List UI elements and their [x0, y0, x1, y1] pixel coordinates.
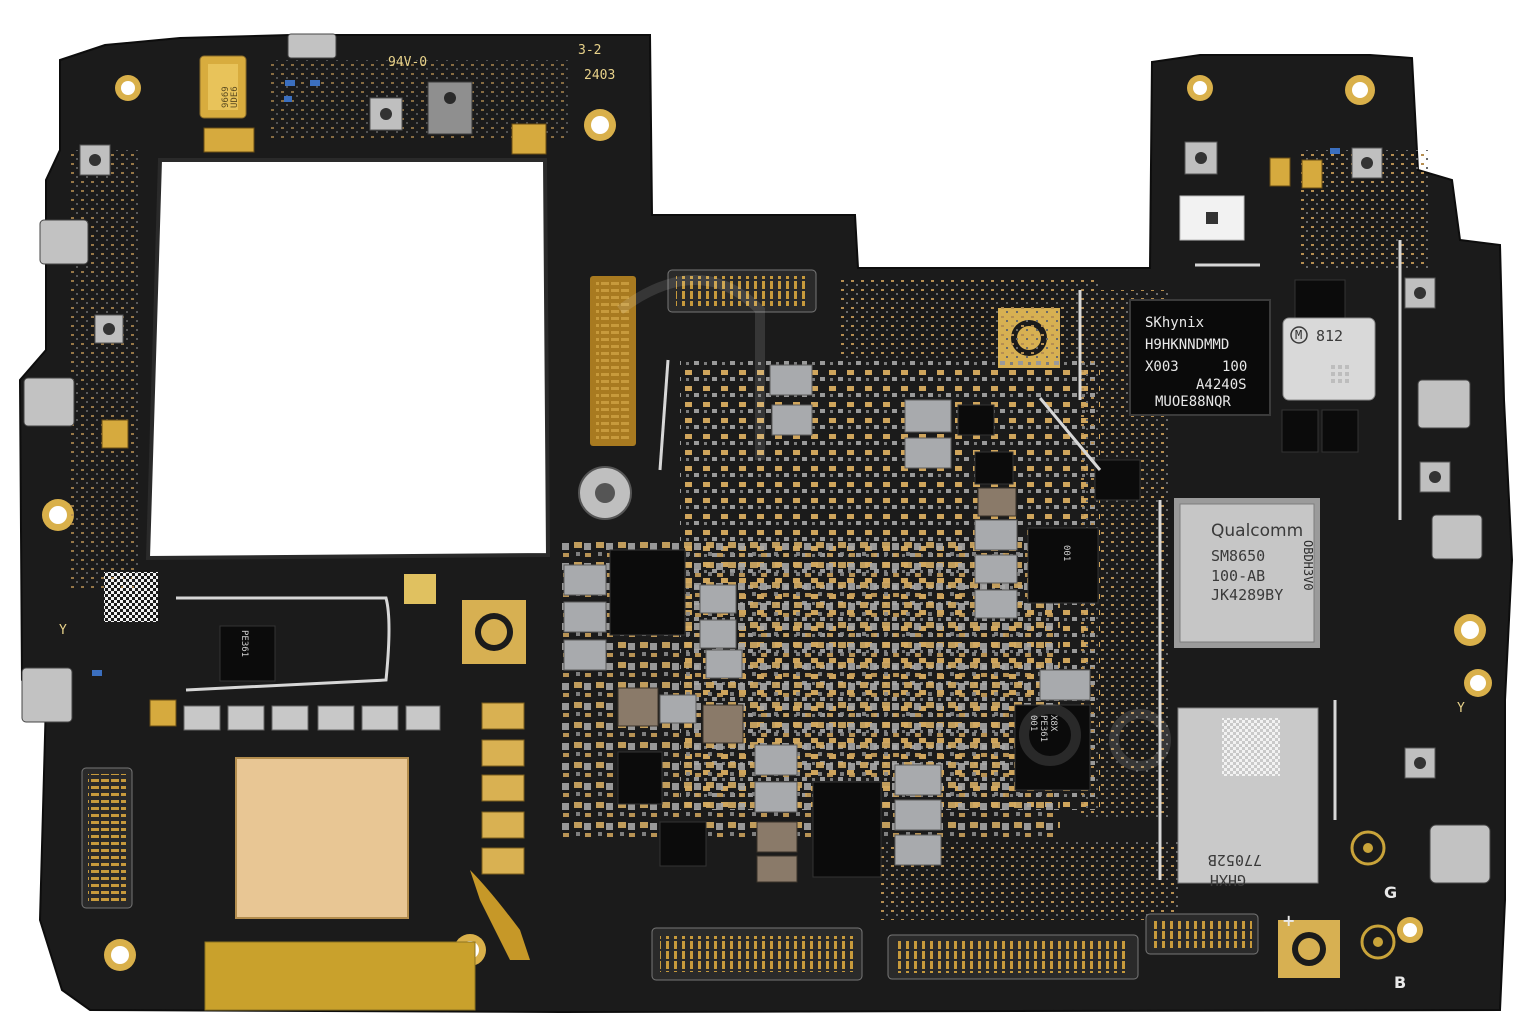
rf-chip-line2: GHXH: [1210, 871, 1246, 889]
white-chip: [1179, 195, 1245, 241]
pmic-a-line3: 001: [1028, 715, 1038, 731]
rf-chip-datamatrix: [1222, 718, 1280, 776]
silk-plus: +: [1282, 911, 1295, 930]
pmic-a: PE361 X8X 001: [1028, 715, 1058, 742]
rf-sockets: [79, 97, 1451, 779]
watermark: [617, 275, 1171, 771]
connectors: [81, 269, 1259, 981]
silk-date-code: 2403: [584, 68, 615, 83]
sensor-chip: [427, 81, 473, 135]
yellow-tape-tail: [470, 870, 530, 960]
pmic-small: PE361: [239, 630, 249, 657]
standoff-hole: [595, 483, 615, 503]
mic-line1: 9669: [221, 86, 231, 108]
silk-y-right: Y: [1457, 701, 1465, 716]
silk-b: B: [1394, 973, 1406, 992]
sensor-dot: [444, 92, 456, 104]
spring-contacts: [21, 33, 1491, 884]
component-field-top: [840, 280, 1100, 360]
mic-module: 9669 UDE6: [199, 55, 247, 119]
memory-line3-right: 100: [1222, 359, 1247, 375]
white-chip-dot: [1206, 212, 1218, 224]
rf-chip: 77052B GHXH: [1177, 707, 1319, 889]
blue-parts: [92, 80, 1340, 676]
pmic-a-line2: X8X: [1048, 715, 1058, 732]
battery-pads: [481, 702, 525, 875]
soc-chip: Qualcomm SM8650 100-AB JK4289BY OBDH3V0: [1174, 498, 1320, 648]
soc-part: SM8650: [1211, 547, 1265, 565]
contact-pads-row: [183, 705, 441, 731]
silk-y-left: Y: [59, 623, 67, 638]
module-datamatrix: [1328, 362, 1352, 386]
qr-label: [104, 572, 158, 622]
camera-cutout: [145, 158, 551, 561]
memory-line4: A4240S: [1196, 377, 1247, 393]
memory-line3-left: X003: [1145, 359, 1179, 375]
module-812: M 812: [1282, 317, 1376, 401]
module-code: 812: [1316, 327, 1343, 345]
module-logo: M: [1295, 328, 1302, 342]
copper-pad: [235, 757, 409, 919]
soc-line3: 100-AB: [1211, 567, 1265, 585]
silk-g: G: [1384, 883, 1397, 902]
gold-clips: [101, 123, 1323, 727]
memory-part: H9HKNNDMMD: [1145, 337, 1229, 353]
soc-brand: Qualcomm: [1211, 521, 1303, 541]
silk-revision: 3-2: [578, 43, 601, 58]
rf-chip-line1: 77052B: [1208, 851, 1262, 869]
yellow-tape: [204, 941, 476, 1011]
brown-inductors: [617, 487, 1017, 883]
pmic-b-line1: 001: [1061, 545, 1071, 561]
coax-gold: [1350, 830, 1396, 960]
silk-flammability: 94V-0: [388, 55, 427, 70]
rf-socket-centers: [89, 108, 1441, 769]
pmic-a-line1: PE361: [1038, 715, 1048, 742]
pmic-b: 001: [1061, 545, 1071, 561]
inductors: [563, 364, 1091, 866]
component-field-left: [70, 150, 140, 590]
shield-traces: [176, 240, 1402, 880]
memory-line5: MUOE88NQR: [1155, 394, 1231, 410]
soc-side-code: OBDH3V0: [1301, 540, 1315, 591]
memory-brand: SKhynix: [1145, 315, 1204, 331]
mic-line2: UDE6: [230, 86, 240, 108]
pmic-small-line1: PE361: [239, 630, 249, 657]
dark-ics: [219, 279, 1359, 878]
soc-line4: JK4289BY: [1211, 586, 1283, 604]
memory-chip: SKhynix H9HKNNDMMD X003 100 A4240S MUOE8…: [1129, 299, 1271, 416]
